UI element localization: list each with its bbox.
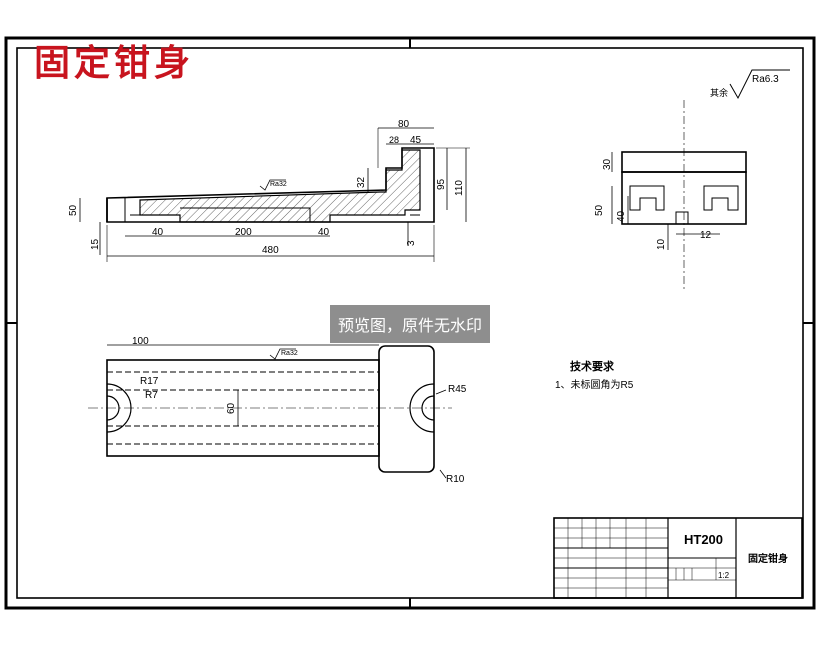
svg-text:R45: R45: [448, 384, 467, 395]
svg-text:50: 50: [594, 204, 605, 216]
side-view: [611, 100, 747, 290]
svg-text:技术要求: 技术要求: [570, 359, 615, 373]
svg-text:1:2: 1:2: [718, 571, 730, 580]
svg-text:50: 50: [68, 204, 79, 216]
preview-watermark: 预览图，原件无水印: [330, 305, 490, 343]
roughness-symbol: 其余 Ra6.3: [710, 69, 790, 100]
svg-text:其余: 其余: [710, 87, 728, 98]
svg-text:28: 28: [389, 135, 399, 145]
svg-text:30: 30: [602, 158, 613, 170]
side-view-dims: 30 50 40 10 12: [594, 158, 712, 250]
svg-text:固定钳身: 固定钳身: [748, 552, 788, 565]
svg-text:110: 110: [454, 180, 465, 196]
top-view: [88, 344, 452, 479]
svg-text:3: 3: [406, 240, 417, 246]
svg-text:Ra6.3: Ra6.3: [752, 74, 779, 85]
front-view-dims: 480 80 45 28 110 95 32 50 15 40 200 40 3…: [68, 119, 465, 256]
svg-text:95: 95: [436, 178, 447, 190]
svg-text:480: 480: [262, 245, 279, 256]
svg-text:100: 100: [132, 336, 149, 347]
svg-text:32: 32: [356, 176, 367, 188]
title-block: [553, 517, 803, 599]
svg-text:10: 10: [656, 238, 667, 250]
svg-text:40: 40: [152, 227, 164, 238]
svg-text:40: 40: [318, 227, 330, 238]
svg-text:80: 80: [398, 119, 410, 130]
svg-text:Ra32: Ra32: [270, 181, 287, 188]
svg-text:15: 15: [90, 238, 101, 250]
title-block-text: HT200 固定钳身 1:2: [684, 532, 788, 580]
top-view-dims: 100 R17 R7 R45 60 R10 Ra32: [132, 336, 467, 485]
technical-notes: 技术要求 1、未标圆角为R5: [555, 359, 634, 391]
svg-text:R17: R17: [140, 376, 159, 387]
svg-text:Ra32: Ra32: [281, 350, 298, 357]
svg-text:12: 12: [700, 230, 712, 241]
svg-text:R10: R10: [446, 474, 465, 485]
front-view: [79, 127, 470, 262]
svg-text:40: 40: [616, 210, 627, 222]
svg-text:1、未标圆角为R5: 1、未标圆角为R5: [555, 379, 634, 391]
svg-text:200: 200: [235, 227, 252, 238]
svg-text:HT200: HT200: [684, 532, 723, 547]
svg-text:R7: R7: [145, 390, 158, 401]
svg-text:60: 60: [226, 402, 237, 414]
page-title: 固定钳身: [34, 42, 195, 84]
svg-text:45: 45: [410, 135, 422, 146]
